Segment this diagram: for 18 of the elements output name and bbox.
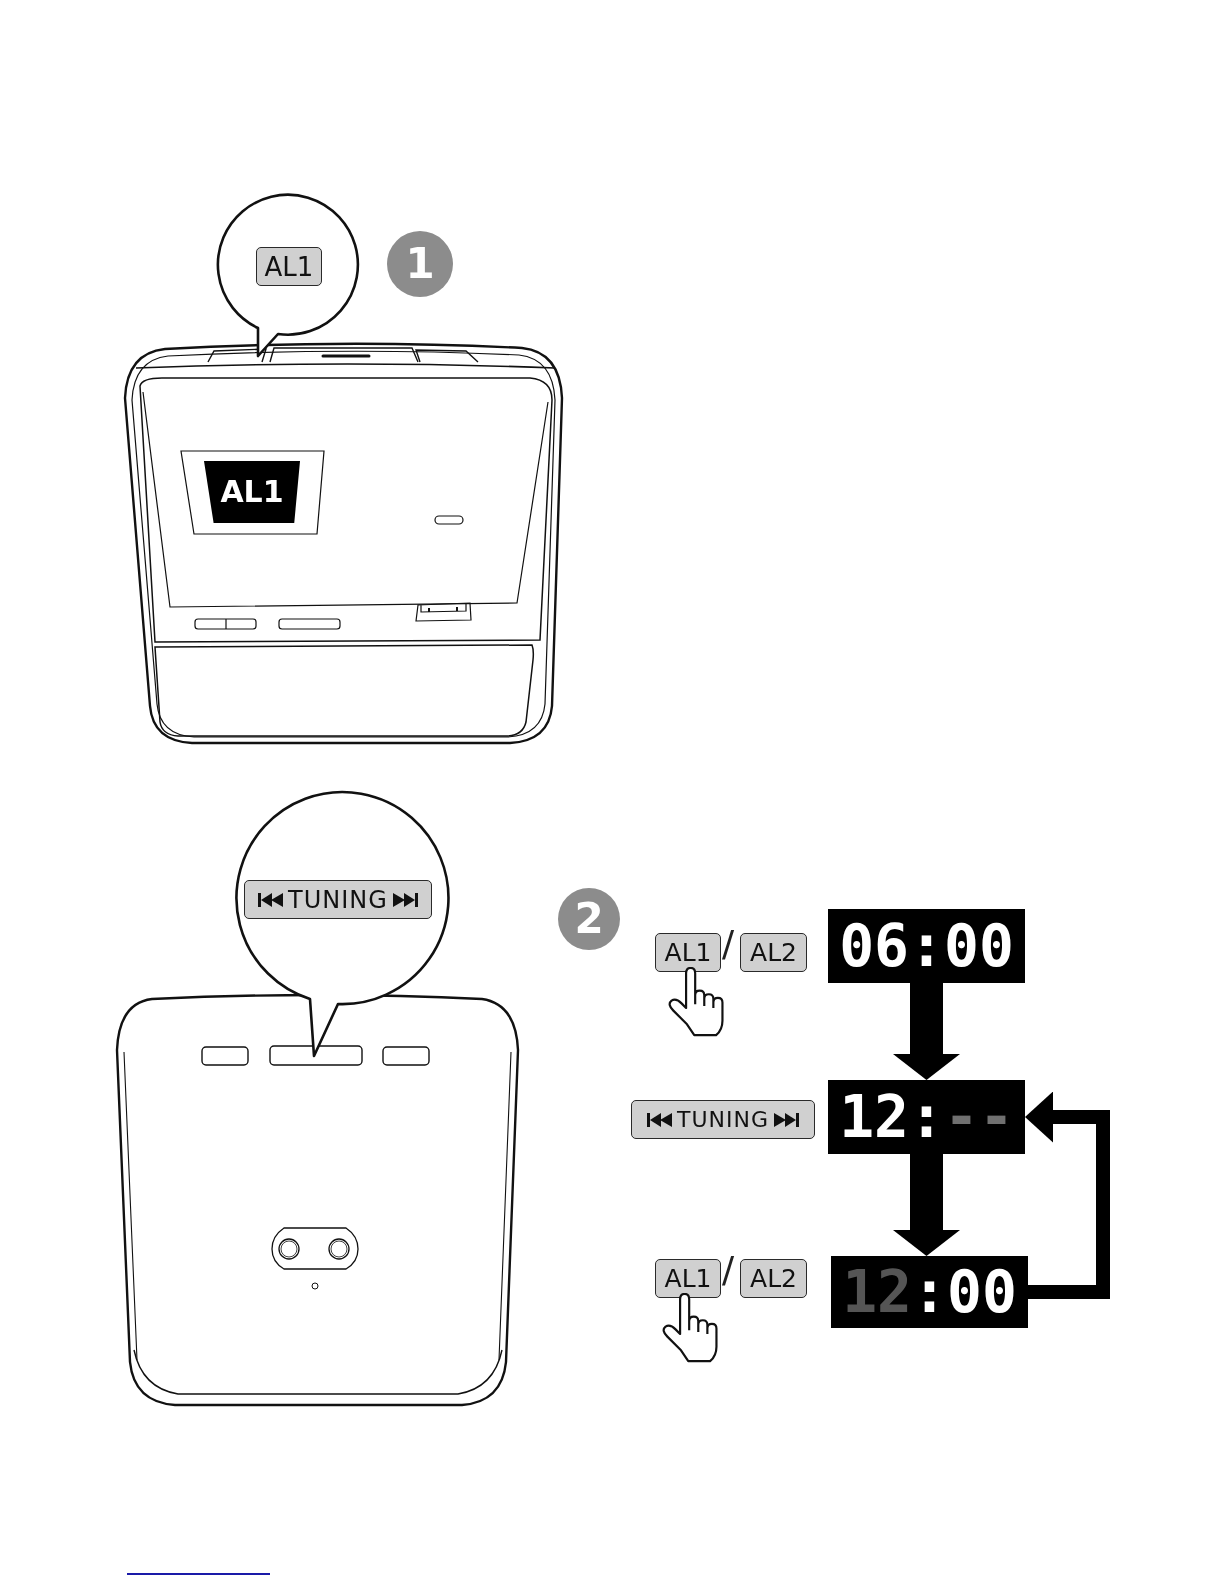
- alarm-button: AL2: [740, 1259, 807, 1298]
- tuning-button: TUNING: [631, 1100, 815, 1139]
- tuning-button: TUNING: [244, 880, 432, 919]
- display-screen: AL1: [204, 461, 300, 523]
- digital-clock-display: 12:00: [831, 1256, 1028, 1328]
- digital-clock-display: 12:--: [828, 1080, 1025, 1154]
- alarm-button: AL2: [740, 933, 807, 972]
- slash-separator: /: [722, 926, 735, 962]
- block-arrow: [893, 1154, 960, 1256]
- block-arrow: [893, 983, 960, 1080]
- step-number-badge: 1: [387, 231, 453, 297]
- alarm-button: AL1: [655, 933, 721, 972]
- alarm-button: AL1: [256, 247, 322, 286]
- slash-separator: /: [722, 1252, 735, 1288]
- return-arrow: [1025, 1091, 1110, 1299]
- alarm-button: AL1: [655, 1259, 721, 1298]
- digital-clock-display: 06:00: [828, 909, 1025, 983]
- step-number-badge: 2: [558, 888, 620, 950]
